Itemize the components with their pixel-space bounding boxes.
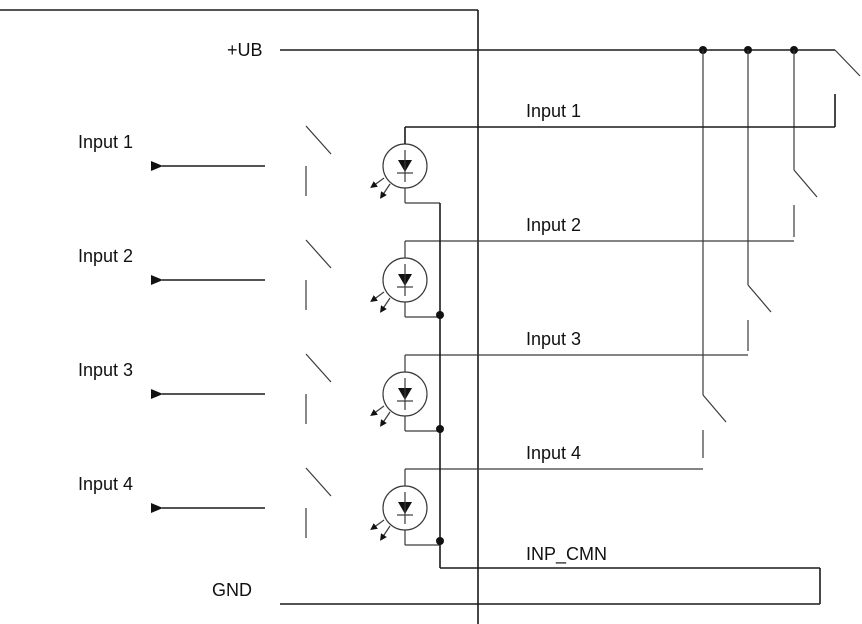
light-arrow (370, 519, 385, 531)
output-label: Input 2 (78, 246, 133, 266)
light-arrow (380, 297, 391, 313)
light-arrow (380, 183, 391, 199)
ground-label: GND (212, 580, 252, 600)
optocoupler (370, 485, 428, 541)
external-switch-wiring (702, 50, 818, 458)
light-arrow (380, 525, 391, 541)
internal-switch (305, 239, 332, 269)
input-wire-label: Input 2 (526, 215, 581, 235)
light-arrow (370, 177, 385, 189)
device-housing (0, 9, 479, 624)
external-switch-2 (793, 169, 818, 198)
output-label: Input 4 (78, 474, 133, 494)
light-arrow (380, 411, 391, 427)
optocoupler (370, 143, 428, 199)
internal-switch (305, 125, 332, 155)
input-wire-label: Input 1 (526, 101, 581, 121)
input-wire-label: Input 4 (526, 443, 581, 463)
output-label: Input 3 (78, 360, 133, 380)
external-switch-3 (747, 284, 772, 313)
supply-label: +UB (227, 40, 263, 60)
light-arrow (370, 405, 385, 417)
input-channel-2: Input 2 Input 2 (78, 215, 794, 318)
input-wire-label: Input 3 (526, 329, 581, 349)
optocoupler (370, 371, 428, 427)
internal-switch (305, 353, 332, 383)
output-label: Input 1 (78, 132, 133, 152)
supply-rail (280, 46, 861, 127)
input-channel-4: Input 4 Input 4 (78, 443, 703, 546)
junction-dot (436, 311, 444, 319)
optocoupler (370, 257, 428, 313)
internal-switch (305, 467, 332, 497)
external-switch-1 (834, 49, 861, 77)
external-switch-4 (702, 394, 727, 423)
input-channel-3: Input 3 Input 3 (78, 329, 748, 432)
common-label: INP_CMN (526, 544, 607, 565)
junction-dot (436, 537, 444, 545)
input-channel-1: Input 1 Input 1 (78, 101, 835, 204)
junction-dot (436, 425, 444, 433)
common-rail (280, 203, 821, 605)
light-arrow (370, 291, 385, 303)
